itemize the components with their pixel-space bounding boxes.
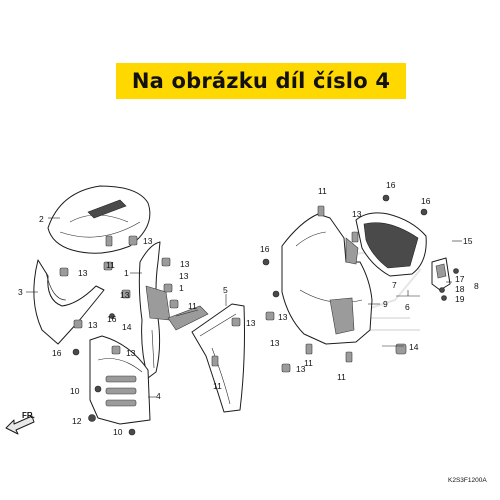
label-part-17: 17 (455, 274, 465, 284)
label-part-13-h: 13 (246, 318, 256, 328)
label-part-16: 16 (52, 348, 62, 358)
label-part-19: 19 (455, 294, 465, 304)
label-part-12: 12 (72, 416, 82, 426)
bracket-part-17 (431, 257, 451, 291)
label-part-8: 8 (474, 281, 479, 291)
part-1-side-cover (138, 241, 171, 379)
reference-code: K2S3F1200A (448, 477, 487, 484)
label-part-10: 10 (70, 386, 80, 396)
label-part-11-second: 11 (188, 301, 197, 311)
label-part-7: 7 (392, 280, 397, 290)
front-direction-arrow: FR. (5, 411, 35, 435)
label-part-16-e: 16 (421, 196, 431, 206)
label-part-6: 6 (405, 302, 410, 312)
label-part-9: 9 (383, 299, 388, 309)
label-part-16-c: 16 (260, 244, 270, 254)
label-part-11-fifth: 11 (337, 372, 346, 382)
label-part-14: 14 (409, 342, 419, 352)
label-part-1-second: 1 (179, 283, 184, 293)
label-part-14-second: 14 (122, 322, 132, 332)
screws (72, 194, 459, 436)
fr-label: FR. (22, 411, 35, 420)
label-part-18: 18 (455, 284, 465, 294)
label-part-11-sixth: 11 (304, 358, 313, 368)
label-part-13-f: 13 (179, 271, 189, 281)
leader-lines (26, 217, 462, 398)
label-part-1: 1 (124, 268, 129, 278)
label-part-13-e: 13 (180, 259, 190, 269)
clips (59, 205, 359, 373)
part-2-upper-cover (47, 185, 151, 254)
label-part-16-b: 16 (107, 314, 117, 324)
label-part-13-l: 13 (270, 338, 280, 348)
part-6-pocket-panel (355, 212, 427, 277)
label-part-13-d: 13 (88, 320, 98, 330)
label-part-15: 15 (463, 236, 473, 246)
label-part-2: 2 (39, 214, 44, 224)
label-part-13-g: 13 (126, 348, 136, 358)
label-part-11: 11 (106, 260, 115, 270)
label-part-16-d: 16 (386, 180, 396, 190)
label-part-11-fourth: 11 (213, 381, 222, 391)
label-part-5: 5 (223, 285, 228, 295)
banner-text: Na obrázku díl číslo 4 (131, 69, 391, 93)
label-part-13-c: 13 (120, 290, 130, 300)
label-part-10-second: 10 (113, 427, 123, 437)
label-part-13: 13 (143, 236, 153, 246)
label-part-13-b: 13 (78, 268, 88, 278)
part-4-inner-lower-panel (89, 335, 151, 425)
label-part-11-third: 11 (318, 186, 327, 196)
label-part-3: 3 (18, 287, 23, 297)
part-3-front-shield (33, 259, 105, 345)
label-part-4: 4 (156, 391, 161, 401)
part-9-center-panel (281, 213, 373, 345)
bracket-part-14 (167, 305, 209, 331)
label-part-13-k: 13 (352, 209, 362, 219)
part-number-labels: 2 3 1 1 5 4 9 6 7 8 15 17 18 19 14 14 10… (18, 180, 487, 484)
label-part-13-i: 13 (278, 312, 288, 322)
label-part-13-j: 13 (296, 364, 306, 374)
part-number-banner: Na obrázku díl číslo 4 (116, 63, 406, 99)
